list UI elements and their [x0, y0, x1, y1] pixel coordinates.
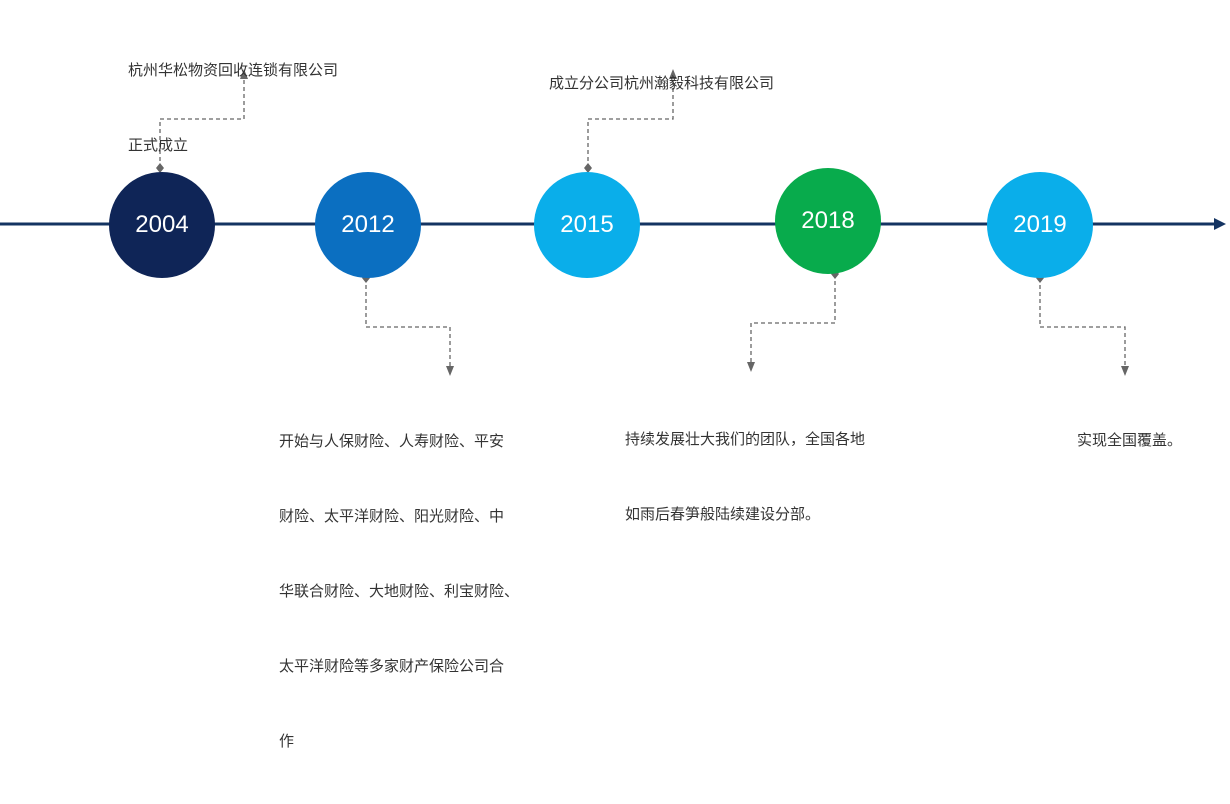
- milestone-description-2015: 成立分公司杭州瀚毅科技有限公司: [549, 21, 774, 146]
- description-line: 如雨后春笋般陆续建设分部。: [625, 505, 821, 523]
- description-line: 杭州华松物资回收连锁有限公司: [128, 61, 339, 79]
- year-circle-2015: 2015: [534, 172, 640, 278]
- connector-2019-arrowhead: [1121, 366, 1129, 376]
- year-label: 2019: [1013, 211, 1067, 238]
- connector-2012-arrowhead: [446, 366, 454, 376]
- connector-2004: [159, 80, 245, 168]
- connector-2018: [750, 274, 836, 362]
- timeline-arrowhead: [1214, 218, 1226, 230]
- description-line: 实现全国覆盖。: [1077, 431, 1183, 449]
- year-label: 2015: [560, 211, 614, 238]
- connector-2012: [365, 278, 451, 366]
- connector-2015-arrowhead: [669, 69, 677, 79]
- milestone-description-2019: 实现全国覆盖。: [1077, 378, 1182, 503]
- year-circle-2018: 2018: [775, 168, 881, 274]
- description-line: 财险、太平洋财险、阳光财险、中: [279, 507, 505, 525]
- year-circle-2004: 2004: [109, 172, 215, 278]
- year-circle-2019: 2019: [987, 172, 1093, 278]
- timeline: 2004 2012 2015 2018 2019 杭州华松物资回收连锁有限公司 …: [0, 8, 1226, 750]
- description-line: 正式成立: [128, 136, 189, 154]
- description-line: 持续发展壮大我们的团队，全国各地: [625, 430, 866, 448]
- milestone-description-2018: 持续发展壮大我们的团队，全国各地 如雨后春笋般陆续建设分部。: [625, 377, 865, 577]
- description-line: 太平洋财险等多家财产保险公司合: [279, 657, 505, 675]
- description-line: 成立分公司杭州瀚毅科技有限公司: [549, 74, 775, 92]
- description-line: 作: [279, 732, 295, 750]
- milestone-description-2012: 开始与人保财险、人寿财险、平安 财险、太平洋财险、阳光财险、中 华联合财险、大地…: [279, 379, 519, 804]
- year-label: 2004: [135, 211, 189, 238]
- connector-2004-start-dot: [156, 163, 164, 173]
- connector-2018-arrowhead: [747, 362, 755, 372]
- connector-2004-arrowhead: [240, 69, 248, 79]
- year-label: 2012: [341, 211, 395, 238]
- year-label: 2018: [801, 207, 855, 234]
- connector-2015: [587, 80, 674, 168]
- description-line: 华联合财险、大地财险、利宝财险、: [279, 582, 520, 600]
- milestone-description-2004: 杭州华松物资回收连锁有限公司 正式成立: [128, 8, 338, 208]
- year-circle-2012: 2012: [315, 172, 421, 278]
- connector-2015-start-dot: [584, 163, 592, 173]
- connector-2019: [1039, 278, 1126, 366]
- description-line: 开始与人保财险、人寿财险、平安: [279, 432, 505, 450]
